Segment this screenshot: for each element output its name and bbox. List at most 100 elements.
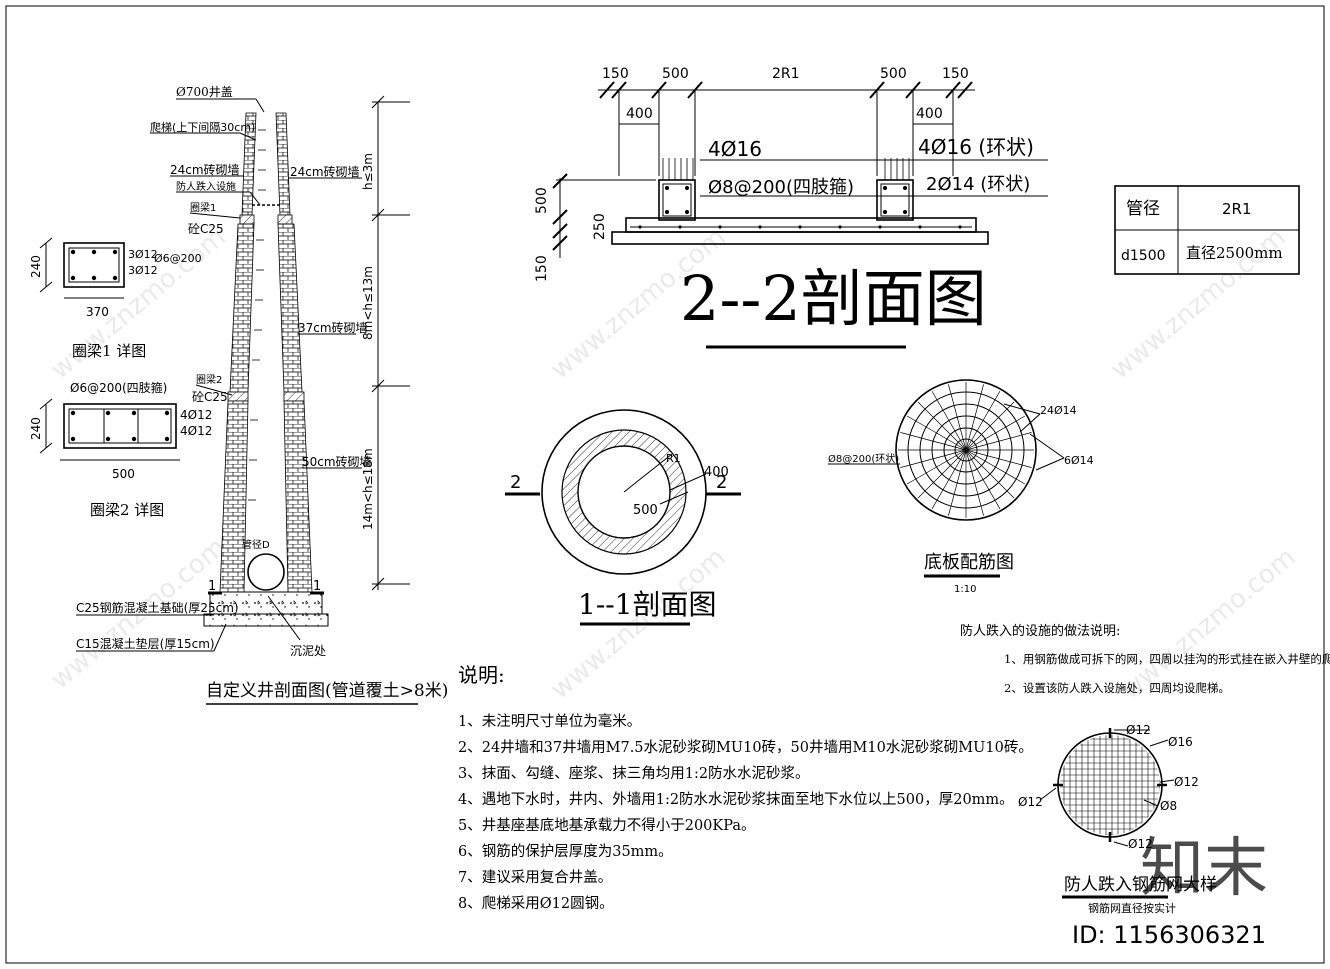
mesh-label-left: Ø12 — [1018, 795, 1043, 809]
ring-beam-1-grade: 砼C25 — [188, 222, 224, 236]
note-5: 5、井基座基底地基承载力不得小于200KPa。 — [458, 817, 755, 834]
s11-label-r1: R1 — [666, 452, 681, 465]
ring-beam-2-grade: 砼C25 — [192, 390, 228, 404]
wall24-right-label: 24cm砖砌墙 — [290, 164, 360, 179]
watermark-id: ID: 1156306321 — [1072, 921, 1266, 949]
s22-dim-150b: 150 — [942, 66, 969, 82]
guard-mesh-grid — [1060, 735, 1160, 835]
ring-beam-1-right — [277, 214, 293, 225]
guard-note-2: 2、设置该防人跌入设施处，四周均设爬梯。 — [1004, 681, 1230, 695]
mesh-label-top: Ø12 — [1126, 723, 1151, 737]
s11-dim-400: 400 — [704, 465, 729, 480]
s22-slab-bars — [638, 225, 962, 229]
s22-dim-v150: 150 — [534, 255, 550, 282]
dim-h3: 14m<h≤18m — [361, 448, 375, 530]
beam1-rebar-stirrup: Ø6@200 — [154, 252, 202, 265]
guard-mesh-subtitle: 钢筋网直径按实计 — [1088, 901, 1176, 915]
guard-notes: 防人跌入的设施的做法说明: 1、用钢筋做成可拆下的网，四周以挂沟的形式挂在嵌入井… — [960, 623, 1330, 695]
top-label: Ø700井盖 — [176, 85, 233, 99]
ring-beam-1-label: 圈梁1 — [190, 201, 216, 214]
table-row-0-col-0: d1500 — [1121, 248, 1166, 264]
beam1-rebar-bottom: 3Ø12 — [128, 264, 158, 277]
wall24-left-label: 24cm砖砌墙 — [170, 162, 240, 177]
s22-dim-500a: 500 — [662, 66, 689, 82]
s22-dim-150a: 150 — [602, 66, 629, 82]
s22-dim-v500: 500 — [534, 187, 550, 214]
notes: 说明: 1、未注明尺寸单位为毫米。 2、24井墙和37井墙用M7.5水泥砂浆砌M… — [458, 663, 1033, 912]
s11-mark-left: 2 — [510, 472, 521, 493]
base-c25-label: C25钢筋混凝土基础(厚25cm) — [76, 600, 239, 615]
wall-50-right — [283, 400, 313, 593]
s22-rebar-left-2: Ø8@200(四肢箍) — [708, 177, 854, 198]
pipe-circle — [247, 553, 285, 591]
base-c15 — [203, 613, 329, 627]
beam1-title: 圈梁1 详图 — [72, 342, 146, 360]
table-header-0: 管径 — [1126, 199, 1160, 219]
base-plate-rings — [907, 391, 1025, 509]
beam2-bars — [70, 410, 170, 442]
beam2-stirrup — [68, 408, 172, 444]
section11: 2 2 R1 400 500 1--1剖面图 — [505, 409, 741, 626]
s22-title: 2--2剖面图 — [680, 262, 987, 335]
s11-mark-right: 2 — [716, 472, 727, 493]
s22-beam-left — [658, 179, 696, 221]
drawing-frame — [5, 5, 1325, 964]
s22-dim-500b: 500 — [880, 66, 907, 82]
mesh-label-right: Ø12 — [1174, 775, 1199, 789]
dim-h1: h≤3m — [361, 153, 375, 190]
pipe-label: 管径D — [242, 538, 270, 551]
s11-dim-500: 500 — [633, 503, 658, 518]
watermark-logo: 知末 — [1140, 832, 1268, 906]
note-7: 7、建议采用复合井盖。 — [458, 868, 612, 886]
dim-h2: 8m<h≤13m — [361, 266, 375, 340]
note-3: 3、抹面、勾缝、座浆、抹三角均用1:2防水水泥砂浆。 — [458, 764, 810, 782]
note-2: 2、24井墙和37井墙用M7.5水泥砂浆砌MU10砖，50井墙用M10水泥砂浆砌… — [458, 738, 1033, 756]
well-title: 自定义井剖面图(管道覆土>8米) — [206, 681, 448, 701]
ladder-rungs — [248, 129, 266, 501]
base-plate-outer — [895, 379, 1037, 521]
beam1-rebar-top: 3Ø12 — [128, 248, 158, 261]
beam2-dim-w: 500 — [112, 467, 135, 481]
s22-dim-v250: 250 — [592, 213, 608, 240]
base-plate-scale: 1:10 — [954, 584, 976, 595]
beam1-stirrup — [68, 247, 120, 283]
section-mark-1-right: 1 — [313, 579, 321, 594]
guard-mesh-outer — [1057, 732, 1163, 838]
note-1: 1、未注明尺寸单位为毫米。 — [458, 712, 641, 730]
s22-dim-400b: 400 — [916, 106, 943, 122]
sump-label: 沉泥处 — [290, 644, 326, 658]
s22-rebar-left-1: 4Ø16 — [708, 137, 762, 161]
note-6: 6、钢筋的保护层厚度为35mm。 — [458, 843, 673, 860]
watermark-url-1: www.znzmo.com — [45, 222, 231, 385]
guard-note-1: 1、用钢筋做成可拆下的网，四周以挂沟的形式挂在嵌入井壁的爬梯内. — [1004, 652, 1330, 666]
s22-wall-lines — [662, 158, 910, 180]
pipe-table: 管径 2R1 d1500 直径2500mm — [1114, 185, 1300, 275]
well-section: 1 1 Ø700井盖 爬梯(上下间隔30cm) 24cm砖砌墙 24cm砖砌墙 … — [76, 85, 448, 705]
s22-dim-2r1: 2R1 — [772, 66, 800, 82]
guard-label: 防人跌入设施 — [176, 180, 236, 193]
beam1-dim-w: 370 — [86, 305, 109, 319]
base-plate-title: 底板配筋图 — [924, 552, 1014, 573]
ring-beam-2-right — [283, 391, 305, 402]
guard-notes-title: 防人跌入的设施的做法说明: — [960, 623, 1120, 639]
beam1-dim-h: 240 — [29, 255, 43, 278]
s22-beam-right — [876, 179, 914, 221]
beam2-detail: 240 500 Ø6@200(四肢箍) 4Ø12 4Ø12 圈梁2 详图 — [29, 380, 212, 519]
section-mark-1-left: 1 — [208, 579, 216, 594]
s22-dim-400a: 400 — [626, 106, 653, 122]
beam2-stirrup-label: Ø6@200(四肢箍) — [70, 380, 167, 395]
section22: 150 500 2R1 500 150 400 400 — [534, 66, 1048, 349]
beam2-rebar-top: 4Ø12 — [180, 408, 212, 422]
beam2-dim-h: 240 — [29, 417, 43, 440]
mesh-label-16: Ø16 — [1168, 735, 1193, 749]
wall50-label: 50cm砖砌墙 — [302, 454, 372, 469]
s11-title: 1--1剖面图 — [578, 588, 717, 621]
beam2-outline — [63, 403, 177, 449]
mesh-label-bottom: Ø12 — [1128, 837, 1153, 851]
s22-rebar-right-1: 4Ø16 (环状) — [918, 135, 1034, 159]
wall-37-right — [277, 223, 303, 393]
base-rebar-mesh: Ø8@200(环状) — [828, 452, 899, 465]
s22-base-cushion — [611, 231, 989, 245]
beam2-title: 圈梁2 详图 — [90, 501, 164, 519]
mesh-label-8: Ø8 — [1160, 799, 1177, 813]
